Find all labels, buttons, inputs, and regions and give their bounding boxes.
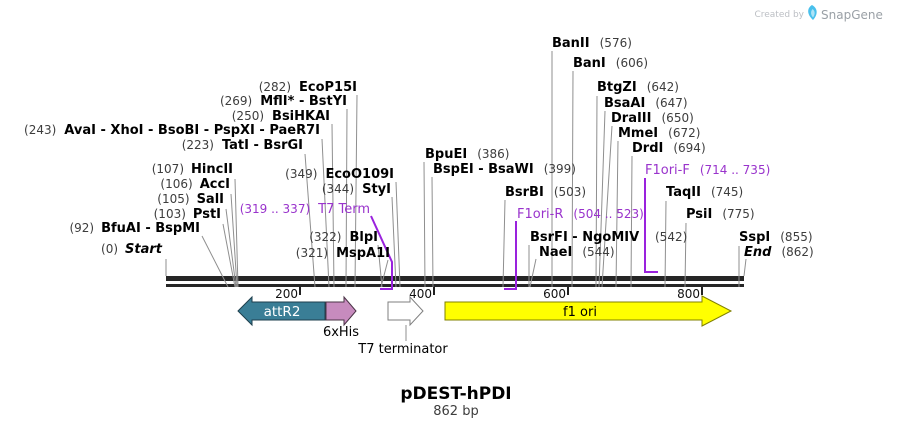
- site-label-banii[interactable]: BanII(576): [552, 36, 632, 51]
- site-label-bani[interactable]: BanI(606): [573, 56, 648, 71]
- feature-f1ori-label: f1 ori: [563, 305, 597, 320]
- site-label-naei[interactable]: NaeI(544): [539, 245, 615, 260]
- ruler-label-600: 600: [543, 287, 566, 301]
- site-label-bsaai[interactable]: BsaAI(647): [604, 96, 688, 111]
- site-label-start[interactable]: (0)Start: [101, 242, 163, 257]
- site-label-mmei[interactable]: MmeI(672): [618, 126, 700, 141]
- site-label-acci[interactable]: (106)AccI: [160, 177, 230, 192]
- site-label-end[interactable]: End(862): [744, 245, 814, 260]
- site-label-styi[interactable]: (344)StyI: [322, 182, 391, 197]
- feature-attR2-label: attR2: [264, 304, 301, 320]
- ruler-label-800: 800: [677, 287, 700, 301]
- primer-label-f1ori-f[interactable]: F1ori-F(714 .. 735): [645, 163, 770, 178]
- site-label-bsrfi-ngomiv[interactable]: BsrFI - NgoMIV(542): [530, 230, 687, 245]
- f1ori-r-bracket: [504, 221, 517, 290]
- feature-t7-terminator-arrow[interactable]: [387, 295, 424, 327]
- snapgene-logo-inner: [811, 9, 815, 18]
- feature-6xhis-label: 6xHis: [323, 325, 359, 340]
- site-label-bfuai-bspmi[interactable]: (92)BfuAI - BspMI: [69, 221, 200, 236]
- leader-lines: [165, 51, 747, 341]
- feature-attR2-arrow[interactable]: [237, 295, 326, 327]
- site-label-psii[interactable]: PsiI(775): [686, 207, 755, 222]
- plasmid-title: pDEST-hPDI: [400, 384, 511, 404]
- feature-f1ori-arrow[interactable]: [444, 295, 733, 327]
- site-label-psti[interactable]: (103)PstI: [154, 207, 221, 222]
- site-label-sspi[interactable]: SspI(855): [739, 230, 813, 245]
- ruler-ticks: [299, 287, 703, 295]
- site-label-draiii[interactable]: DraIII(650): [611, 111, 694, 126]
- site-label-ecoo109i[interactable]: (349)EcoO109I: [285, 167, 394, 182]
- plasmid-length: 862 bp: [433, 404, 478, 419]
- site-label-taqii[interactable]: TaqII(745): [666, 185, 743, 200]
- map-line-top: [166, 276, 744, 281]
- site-label-blpi[interactable]: (322)BlpI: [309, 230, 378, 245]
- ruler-label-200: 200: [275, 287, 298, 301]
- primer-label-t7-term[interactable]: (319 .. 337)T7 Term: [240, 202, 370, 217]
- site-label-tati-bsrgi[interactable]: (223)TatI - BsrGI: [182, 138, 303, 153]
- site-label-mfli-bstyi[interactable]: (269)MflI* - BstYI: [220, 94, 347, 109]
- site-label-avai-group[interactable]: (243)AvaI - XhoI - BsoBI - PspXI - PaeR7…: [24, 123, 320, 138]
- site-label-drdi[interactable]: DrdI(694): [632, 141, 706, 156]
- f1ori-f-bracket: [644, 178, 658, 273]
- site-label-bspei-bsawi[interactable]: BspEI - BsaWI(399): [433, 162, 576, 177]
- site-label-bsrbi[interactable]: BsrBI(503): [505, 185, 586, 200]
- site-label-bpuei[interactable]: BpuEI(386): [425, 147, 509, 162]
- site-label-mspa1i[interactable]: (321)MspA1I: [296, 246, 390, 261]
- ruler-label-400: 400: [409, 287, 432, 301]
- site-label-btgzi[interactable]: BtgZI(642): [597, 80, 679, 95]
- snapgene-brand-text: SnapGene: [821, 8, 883, 22]
- feature-6xhis-arrow[interactable]: [325, 295, 357, 327]
- t7-term-bracket: [370, 215, 393, 290]
- feature-t7-terminator-label: T7 terminator: [357, 342, 448, 357]
- primer-label-f1ori-r[interactable]: F1ori-R(504 .. 523): [517, 207, 644, 222]
- created-by-text: Created by: [754, 10, 804, 20]
- site-label-hincii[interactable]: (107)HincII: [152, 162, 233, 177]
- map-line-bottom: [166, 284, 744, 287]
- site-label-sali[interactable]: (105)SalI: [157, 192, 224, 207]
- site-label-ecop15i[interactable]: (282)EcoP15I: [259, 80, 357, 95]
- site-label-bsihkai[interactable]: (250)BsiHKAI: [232, 109, 330, 124]
